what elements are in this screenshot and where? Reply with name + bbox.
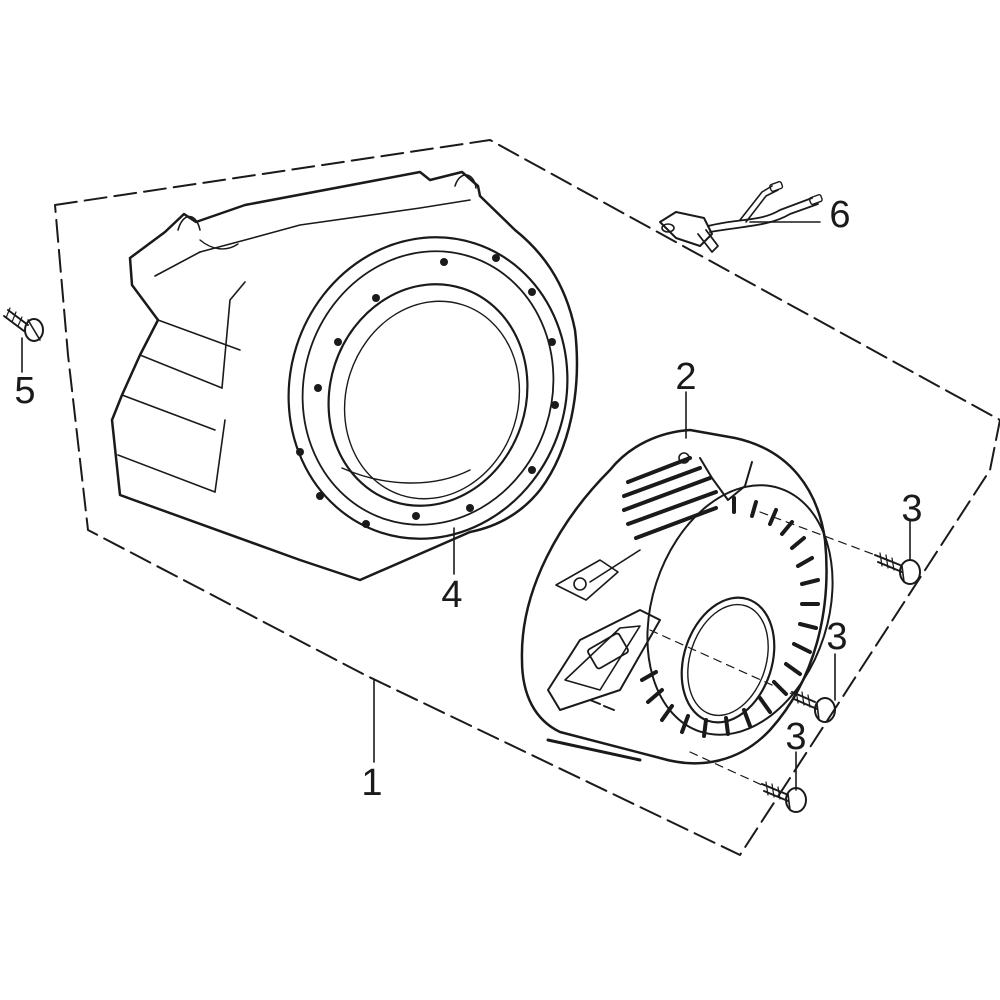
leader-3c-dashed [689,751,765,787]
callout-3-lower: 3 [785,716,807,758]
leader-3b-dashed [649,629,793,695]
leader-lines [21,221,911,791]
bolt-3a-part [874,552,921,585]
bolt-3b-part [791,689,836,723]
callout-3-middle: 3 [826,616,848,658]
callout-4: 4 [441,574,463,616]
sensor-part [659,180,823,253]
callout-6: 6 [829,194,851,236]
callout-2: 2 [675,356,697,398]
assembly-boundary [54,139,1000,856]
fan-cover-part [110,170,579,582]
leader-3a-dashed [759,511,879,557]
callout-1: 1 [361,762,383,804]
recoil-starter-part [520,428,834,765]
bolt-5-part [3,307,44,342]
callout-5: 5 [14,370,36,412]
callout-3-upper: 3 [901,488,923,530]
